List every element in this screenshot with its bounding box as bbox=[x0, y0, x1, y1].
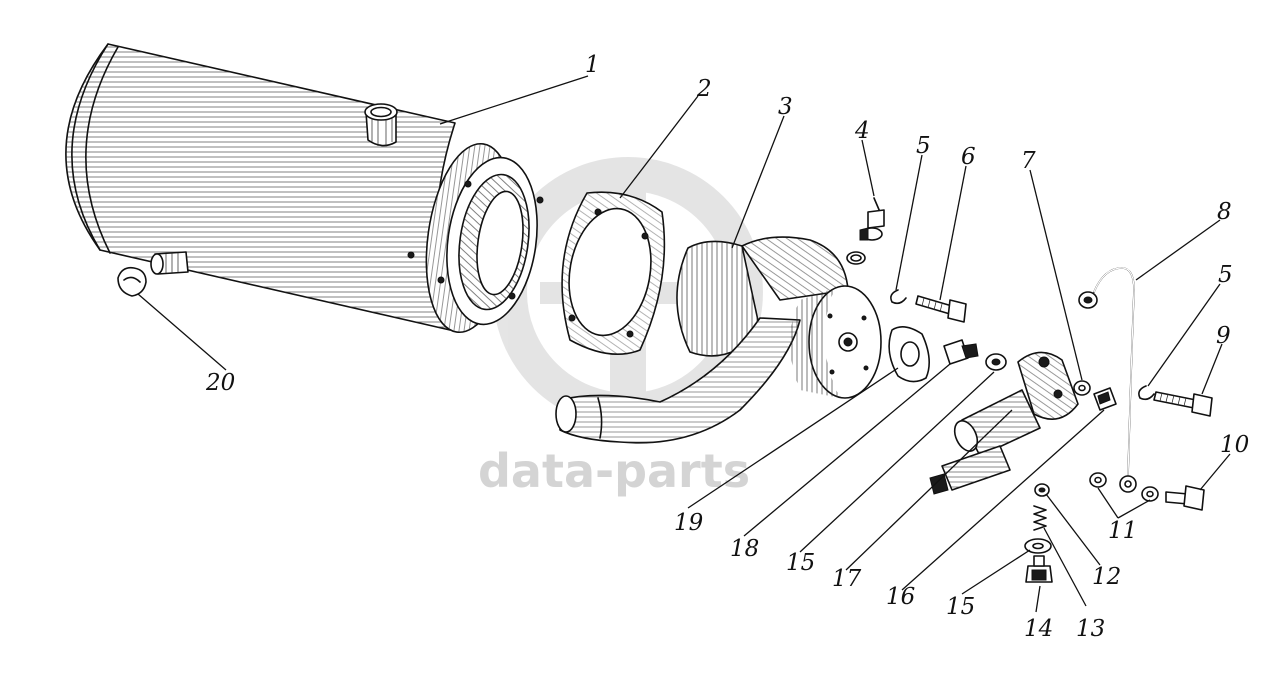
part-15-washer-upper bbox=[985, 353, 1007, 371]
callout-8: 8 bbox=[1217, 199, 1232, 225]
part-5-spring-washer-lower bbox=[1138, 385, 1155, 401]
callout-7: 7 bbox=[1021, 148, 1036, 174]
callout-2: 2 bbox=[696, 76, 712, 102]
callout-11: 11 bbox=[1108, 518, 1137, 544]
callout-15-upper: 15 bbox=[786, 550, 815, 576]
part-7-washer bbox=[1073, 380, 1091, 396]
part-13-spring bbox=[1033, 505, 1047, 531]
callout-17: 17 bbox=[832, 566, 862, 592]
callout-10: 10 bbox=[1220, 432, 1249, 458]
callout-labels: 1 2 3 4 5 6 7 8 5 9 10 11 12 13 14 15 16… bbox=[205, 52, 1249, 642]
callout-15-lower: 15 bbox=[946, 594, 975, 620]
callout-16: 16 bbox=[886, 584, 915, 610]
callout-12: 12 bbox=[1092, 564, 1121, 590]
part-18-nozzle bbox=[943, 339, 979, 365]
callout-3: 3 bbox=[778, 94, 793, 120]
part-2-gasket bbox=[561, 191, 666, 356]
callout-18: 18 bbox=[730, 536, 759, 562]
part-19-flange-gasket bbox=[888, 326, 930, 383]
part-15-washer-lower bbox=[1024, 538, 1052, 554]
part-8-fuel-pipe bbox=[1078, 267, 1137, 493]
part-11-washers bbox=[1089, 472, 1159, 502]
callout-5-upper: 5 bbox=[916, 133, 931, 159]
callout-14: 14 bbox=[1024, 616, 1053, 642]
part-6-bolt bbox=[915, 295, 967, 323]
part-4-valve bbox=[846, 197, 885, 265]
callout-9: 9 bbox=[1216, 323, 1231, 349]
part-1-housing bbox=[65, 43, 544, 334]
callout-13: 13 bbox=[1076, 616, 1105, 642]
part-14-plug-nut bbox=[1025, 555, 1053, 583]
callout-5-lower: 5 bbox=[1218, 262, 1233, 288]
watermark-text: data-parts bbox=[478, 444, 750, 498]
part-10-bolt bbox=[1165, 485, 1205, 511]
callout-1: 1 bbox=[585, 52, 600, 78]
callout-19: 19 bbox=[674, 510, 703, 536]
part-5-spring-washer bbox=[890, 289, 907, 305]
part-3-heater-body bbox=[555, 236, 882, 444]
part-9-bolt bbox=[1153, 391, 1213, 417]
callout-20: 20 bbox=[205, 370, 235, 396]
part-20-plug bbox=[117, 266, 147, 297]
part-16-banjo-bolt bbox=[1093, 387, 1117, 411]
part-17-pump-assembly bbox=[929, 351, 1079, 495]
leader-lines bbox=[137, 75, 1231, 613]
part-12-cap bbox=[1034, 483, 1050, 497]
callout-4: 4 bbox=[854, 118, 870, 144]
callout-6: 6 bbox=[961, 144, 976, 170]
